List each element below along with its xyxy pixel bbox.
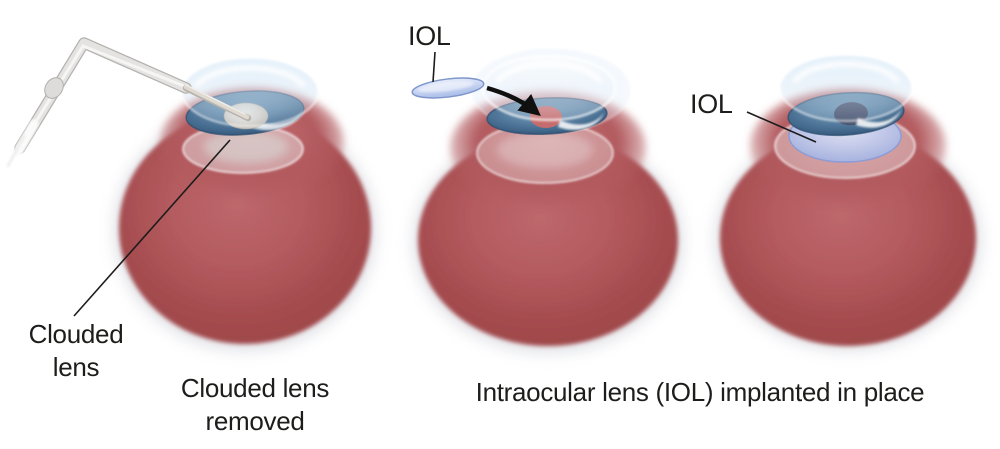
eye-iol-implanted <box>714 54 982 352</box>
floating-iol-lens <box>411 77 485 99</box>
phaco-probe-instrument <box>6 37 252 168</box>
shared-caption: Intraocular lens (IOL) implanted in plac… <box>475 377 925 407</box>
iol-implanted-callout-label: IOL <box>690 89 733 119</box>
iris-highlight <box>558 113 604 130</box>
cornea-highlight <box>194 65 306 88</box>
clouded-lens-pointer-line <box>73 139 231 317</box>
clouded-lens-callout-label: Clouded lens <box>28 319 124 382</box>
iol-pointer-line <box>432 51 436 83</box>
eye-clouded-lens-removal <box>6 37 377 352</box>
step1-caption: Clouded lens removed <box>180 373 330 436</box>
cornea-flap <box>482 55 616 121</box>
iol-pointer-line <box>746 111 817 143</box>
cornea-highlight <box>495 61 603 84</box>
cornea-highlight <box>792 61 900 84</box>
iris-highlight <box>856 109 902 128</box>
insertion-arrow <box>486 85 541 117</box>
eye-iol-insertion <box>411 47 684 354</box>
capsule-cloud <box>204 131 288 163</box>
iol-insertion-callout-label: IOL <box>408 21 451 51</box>
capsule-sheen <box>497 132 593 168</box>
